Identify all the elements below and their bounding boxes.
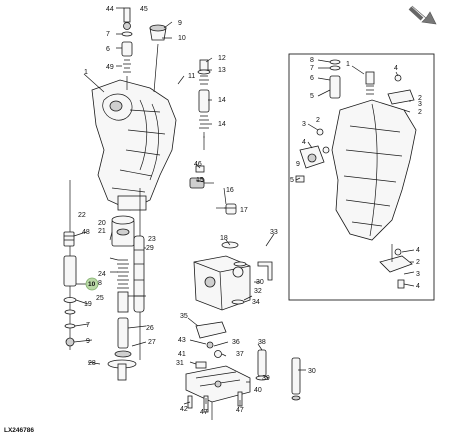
corner-arrow-icon	[408, 5, 437, 25]
callout-29: 29	[146, 245, 154, 252]
callout-36: 36	[232, 339, 240, 346]
callout-14-a: 14	[218, 97, 226, 104]
callout-10-highlight	[85, 277, 99, 291]
callout-41: 41	[178, 351, 186, 358]
inset-callout-2-c: 2	[316, 117, 320, 124]
inset-callout-4-d: 4	[416, 283, 420, 290]
callout-26: 26	[146, 325, 154, 332]
callout-28: 28	[88, 360, 96, 367]
callout-30-b: 30	[308, 368, 316, 375]
callout-7-b: 7	[86, 322, 90, 329]
callout-39: 39	[262, 375, 270, 382]
callout-8: 8	[98, 280, 102, 287]
fittings-middle	[189, 165, 237, 215]
callout-49: 49	[106, 64, 114, 71]
inset-callout-5: 5	[310, 93, 314, 100]
inset-callout-3-c: 3	[416, 271, 420, 278]
callout-40: 40	[254, 387, 262, 394]
callout-31: 31	[176, 360, 184, 367]
inset-callout-3-a: 3	[418, 101, 422, 108]
callout-34: 34	[252, 299, 260, 306]
callout-9-a: 9	[178, 20, 182, 27]
inset-callout-2-d: 2	[416, 259, 420, 266]
callout-16: 16	[226, 187, 234, 194]
figure-reference: LX246786	[4, 427, 34, 434]
inset-callout-2-b: 2	[418, 109, 422, 116]
inset-callout-9: 9	[296, 161, 300, 168]
callout-44: 44	[106, 6, 114, 13]
callout-20: 20	[98, 220, 106, 227]
callout-13: 13	[218, 67, 226, 74]
callout-labels: 44 45 9 7 10 6 49 1 12 13 11 14 14 46 15…	[78, 6, 422, 416]
callout-1-a: 1	[84, 69, 88, 76]
callout-42: 42	[180, 406, 188, 413]
lower-control-assembly	[185, 321, 301, 420]
inset-housing	[295, 59, 417, 289]
callout-7-a: 7	[106, 31, 110, 38]
callout-38: 38	[258, 339, 266, 346]
center-valve-block	[193, 241, 273, 311]
callout-47: 47	[200, 409, 208, 416]
inset-callout-4-a: 4	[394, 65, 398, 72]
callout-24: 24	[98, 271, 106, 278]
callout-35: 35	[180, 313, 188, 320]
callout-6-a: 6	[106, 46, 110, 53]
callout-37: 37	[236, 351, 244, 358]
inset-view-frame	[288, 53, 435, 301]
inset-callout-3-b: 3	[302, 121, 306, 128]
callout-32: 32	[254, 288, 262, 295]
callout-25: 25	[96, 295, 104, 302]
upper-left-parts	[121, 7, 167, 93]
leader-lines	[73, 7, 415, 406]
callout-18: 18	[220, 235, 228, 242]
callout-19: 19	[84, 301, 92, 308]
inset-callout-8: 8	[310, 57, 314, 64]
inset-callout-4-b: 4	[302, 139, 306, 146]
inset-callout-7: 7	[310, 65, 314, 72]
callout-14-b: 14	[218, 121, 226, 128]
callout-12: 12	[218, 55, 226, 62]
callout-23: 23	[148, 236, 156, 243]
left-valve-assembly	[63, 180, 145, 381]
callout-48: 48	[82, 229, 90, 236]
callout-47-b: 47	[236, 407, 244, 414]
callout-33: 33	[270, 229, 278, 236]
inset-callout-2-a: 2	[418, 95, 422, 102]
inset-callout-4-c: 4	[416, 247, 420, 254]
callout-30-a: 30	[256, 279, 264, 286]
callout-43: 43	[178, 337, 186, 344]
callout-15: 15	[196, 177, 204, 184]
callout-10-highlighted: 10	[88, 281, 96, 288]
inset-callout-6: 6	[310, 75, 314, 82]
callout-45: 45	[140, 6, 148, 13]
callout-17: 17	[240, 207, 248, 214]
callout-27: 27	[148, 339, 156, 346]
inset-callout-1: 1	[346, 61, 350, 68]
callout-9-b: 9	[86, 338, 90, 345]
inset-callout-5-b: 5	[290, 177, 294, 184]
callout-46: 46	[194, 161, 202, 168]
valve-stack-upper-right	[197, 59, 211, 150]
callout-10-a: 10	[178, 35, 186, 42]
callout-22: 22	[78, 212, 86, 219]
main-housing	[91, 79, 177, 211]
callout-21: 21	[98, 228, 106, 235]
callout-11: 11	[188, 73, 195, 80]
